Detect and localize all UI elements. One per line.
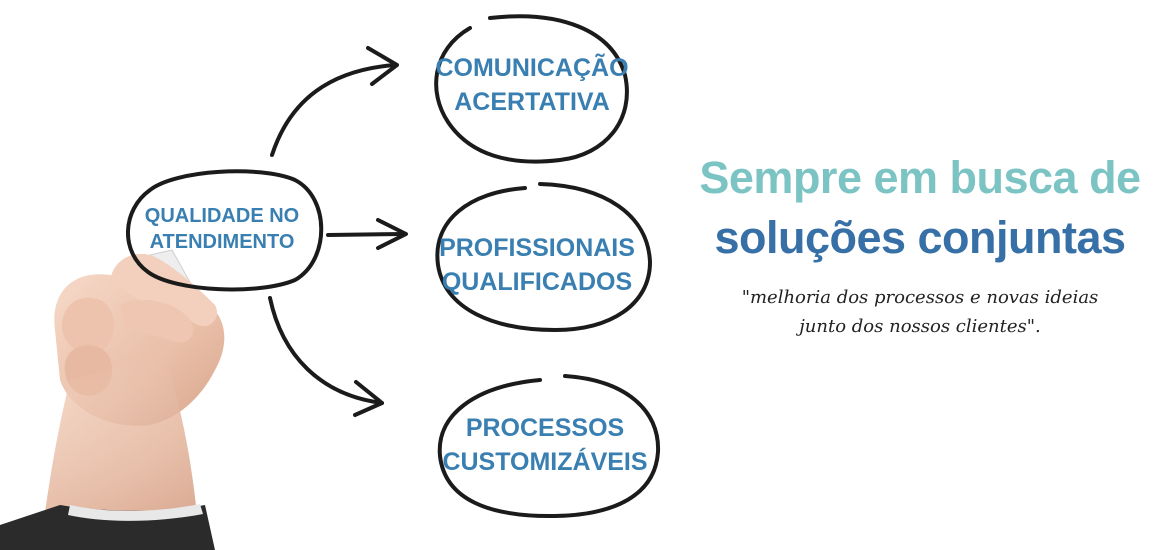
center-node-outline — [126, 169, 324, 292]
node-comunicacao-line1: COMUNICAÇÃO — [435, 52, 628, 82]
center-node: QUALIDADE NO ATENDIMENTO — [126, 169, 324, 292]
tagline-line2: soluções conjuntas — [714, 212, 1126, 263]
arrowhead-middle — [376, 218, 408, 250]
node-profissionais-outline — [435, 182, 653, 333]
arrow-to-bottom — [268, 296, 384, 405]
quote-line1: "melhoria dos processos e novas ideias — [741, 287, 1099, 308]
node-comunicacao: COMUNICAÇÃO ACERTATIVA — [434, 14, 629, 164]
center-node-line1: QUALIDADE NO — [145, 205, 299, 227]
node-comunicacao-outline — [434, 14, 629, 164]
quote-line2: junto dos nossos clientes". — [799, 316, 1041, 337]
node-comunicacao-line2: ACERTATIVA — [454, 88, 610, 116]
arrowhead-bottom — [353, 380, 384, 417]
node-processos-outline — [437, 374, 661, 519]
arrowhead-top — [366, 46, 399, 86]
node-processos-line2: CUSTOMIZÁVEIS — [442, 447, 647, 476]
arrow-to-middle — [326, 232, 407, 237]
node-profissionais-line2: QUALIFICADOS — [442, 268, 632, 296]
node-profissionais: PROFISSIONAIS QUALIFICADOS — [435, 182, 653, 333]
hand-with-marker-illustration — [0, 249, 225, 550]
node-processos: PROCESSOS CUSTOMIZÁVEIS — [437, 374, 661, 519]
center-node-line2: ATENDIMENTO — [150, 231, 295, 253]
node-profissionais-line1: PROFISSIONAIS — [439, 234, 635, 262]
tagline-line1: Sempre em busca de — [699, 152, 1141, 203]
node-processos-line1: PROCESSOS — [466, 414, 624, 442]
arrows — [268, 46, 408, 417]
arrow-to-top — [270, 63, 397, 157]
